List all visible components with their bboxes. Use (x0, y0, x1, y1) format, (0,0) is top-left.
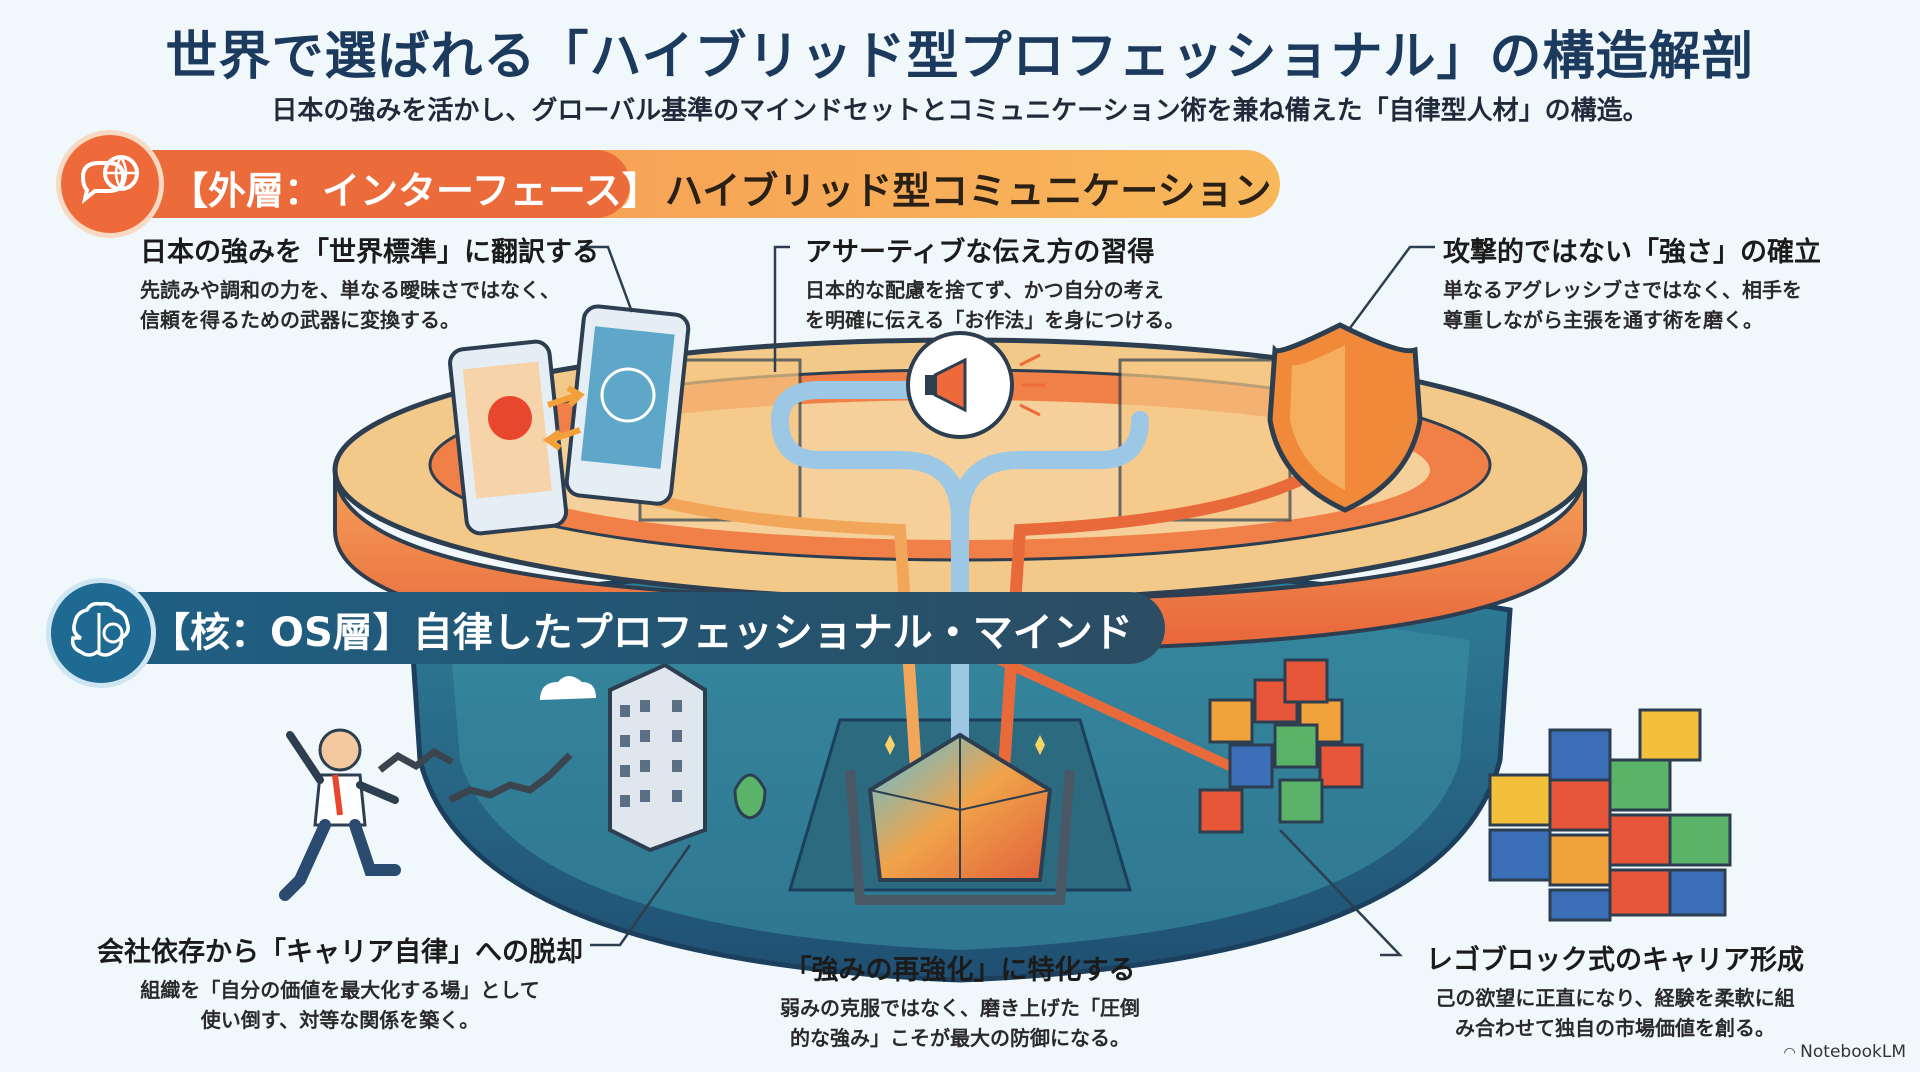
megaphone-icon (906, 331, 1045, 439)
annotation-line: 使い倒す、対等な関係を築く。 (200, 1008, 480, 1032)
annotation-non-aggressive-strength: 攻撃的ではない「強さ」の確立 単なるアグレッシブさではなく、相手を 尊重しながら… (1443, 230, 1821, 335)
annotation-line: 尊重しながら主張を通す術を磨く。 (1443, 308, 1763, 332)
annotation-line: を明確に伝える「お作法」を身につける。 (805, 308, 1185, 332)
lego-stack-icon (1488, 708, 1732, 922)
annotation-lego-career: レゴブロック式のキャリア形成 己の欲望に正直になり、経験を柔軟に組 み合わせて独… (1400, 938, 1830, 1043)
annotation-line: 弱みの克服ではなく、磨き上げた「圧倒 (780, 996, 1140, 1020)
gem-icon (845, 732, 1075, 905)
annotation-translate-strengths: 日本の強みを「世界標準」に翻訳する 先読みや調和の力を、単なる曖昧さではなく、 … (140, 230, 599, 335)
annotation-title: アサーティブな伝え方の習得 (805, 237, 1155, 268)
page-title: 世界で選ばれる「ハイブリッド型プロフェッショナル」の構造解剖 (165, 27, 1755, 87)
core-layer-title: 【核：OS層】自律したプロフェッショナル・マインド (150, 610, 1133, 656)
notebooklm-logo-icon: ◠ (1783, 1045, 1801, 1061)
phone-translation-icon (448, 304, 691, 536)
annotation-line: 先読みや調和の力を、単なる曖昧さではなく、 (140, 278, 560, 302)
breaking-chain-person-icon (279, 728, 573, 901)
annotation-title: 「強みの再強化」に特化する (784, 955, 1136, 986)
shield-icon (1267, 322, 1423, 513)
annotation-title: 攻撃的ではない「強さ」の確立 (1443, 237, 1821, 268)
annotation-title: 日本の強みを「世界標準」に翻訳する (140, 237, 599, 268)
outer-layer-tag (150, 150, 630, 218)
core-layer-banner (125, 592, 1165, 664)
annotation-line: 単なるアグレッシブさではなく、相手を (1443, 278, 1802, 302)
office-building-icon (540, 662, 767, 853)
annotation-line: 信頼を得るための武器に変換する。 (140, 308, 460, 332)
annotation-assertive: アサーティブな伝え方の習得 日本的な配慮を捨てず、かつ自分の考え を明確に伝える… (805, 230, 1184, 335)
brain-gear-icon (46, 578, 156, 688)
annotation-line: 己の欲望に正直になり、経験を柔軟に組 (1435, 986, 1795, 1010)
annotation-career-autonomy: 会社依存から「キャリア自律」への脱却 組織を「自分の価値を最大化する場」として … (90, 930, 590, 1035)
chat-globe-icon (56, 130, 164, 238)
annotation-strength-reinforcement: 「強みの再強化」に特化する 弱みの克服ではなく、磨き上げた「圧倒 的な強み」こそ… (760, 948, 1160, 1053)
footer-brand-label: NotebookLM (1800, 1042, 1906, 1062)
blocks-cluster-icon (1198, 658, 1364, 834)
annotation-title: レゴブロック式のキャリア形成 (1426, 945, 1804, 976)
annotation-line: 組織を「自分の価値を最大化する場」として (140, 978, 540, 1002)
annotation-title: 会社依存から「キャリア自律」への脱却 (97, 937, 583, 968)
page-subtitle: 日本の強みを活かし、グローバル基準のマインドセットとコミュニケーション術を兼ね備… (271, 96, 1649, 126)
annotation-line: 日本的な配慮を捨てず、かつ自分の考え (805, 278, 1164, 302)
annotation-line: 的な強み」こそが最大の防御になる。 (790, 1026, 1130, 1050)
outer-layer-label: 【外層：インターフェース】 (170, 169, 660, 213)
outer-layer-title: ハイブリッド型コミュニケーション (665, 169, 1272, 213)
annotation-line: み合わせて独自の市場価値を創る。 (1455, 1016, 1775, 1040)
footer-brand: ◠ NotebookLM (1784, 1042, 1907, 1062)
leader-lines (580, 245, 1435, 957)
connection-pipes (594, 381, 1326, 836)
